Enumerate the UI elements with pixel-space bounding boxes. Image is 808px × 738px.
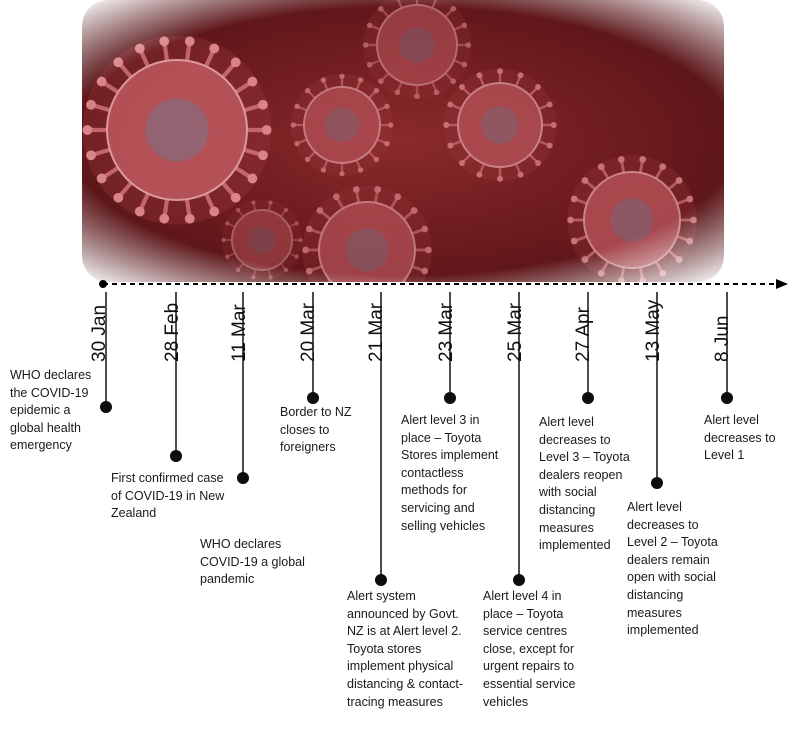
event-dot [375,574,387,586]
event-description: Alert level 3 in place – Toyota Stores i… [401,413,499,533]
event-date: 23 Mar [436,302,457,362]
event-date: 20 Mar [298,302,319,362]
event-date: 27 Apr [573,307,594,362]
event-description: Border to NZ closes to foreigners [280,405,352,455]
event-description: Alert level decreases to Level 3 – Toyot… [539,415,630,553]
event-description: First confirmed case of COVID-19 in New … [111,471,225,521]
coronavirus-banner-image [82,0,724,282]
event-dot [170,450,182,462]
timeline-start-dot [99,280,107,288]
event-description: Alert level decreases to Level 1 [704,413,776,463]
event-dot [721,392,733,404]
event-dot [582,392,594,404]
event-description: Alert level 4 in place – Toyota service … [483,589,576,709]
event-description: Alert level decreases to Level 2 – Toyot… [627,500,718,638]
event-dot [651,477,663,489]
event-dot [444,392,456,404]
event-description: WHO declares the COVID-19 epidemic a glo… [10,368,92,453]
timeline-arrowhead [776,279,788,289]
event-dot [100,401,112,413]
event-dot [237,472,249,484]
event-description: Alert system announced by Govt. NZ is at… [347,589,464,709]
event-date: 11 Mar [229,304,250,362]
event-date: 21 Mar [366,302,387,362]
event-dot [513,574,525,586]
event-dot [307,392,319,404]
event-description: WHO declares COVID-19 a global pandemic [200,537,305,587]
event-date: 28 Feb [162,302,183,362]
event-date: 25 Mar [505,302,526,362]
event-date: 13 May [643,299,664,362]
event-date: 30 Jan [89,304,110,362]
event-date: 8 Jun [712,315,733,362]
